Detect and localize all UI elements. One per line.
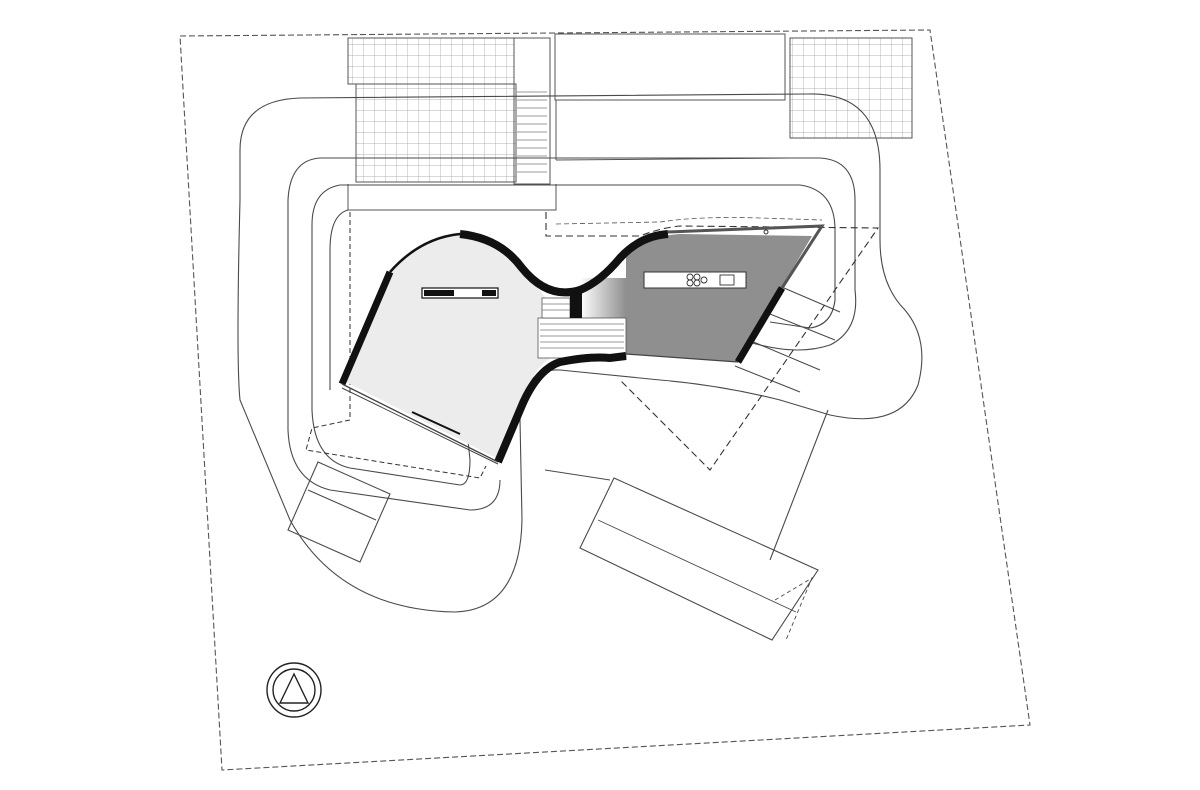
wall-marker	[763, 229, 769, 235]
parking-pad	[287, 461, 391, 563]
house-wall-east	[734, 286, 786, 364]
neighbor-building-right	[789, 37, 913, 139]
terrain-line	[544, 469, 611, 481]
room-living	[342, 232, 566, 460]
neighbor-building-left	[347, 37, 557, 211]
sliding-door	[411, 411, 461, 435]
terrain-contour-middle	[320, 157, 857, 351]
terrain-contour-inner	[340, 184, 836, 329]
house-wall-north	[459, 230, 669, 297]
house-wall-west	[338, 270, 394, 386]
upper-floor-outline-left	[305, 212, 487, 479]
room-kitchen	[626, 234, 812, 362]
property-boundary	[179, 29, 1031, 771]
house-wall-east-thin	[667, 224, 825, 289]
upper-floor-outline-top	[555, 217, 823, 225]
terrain-contour-left-1	[287, 157, 501, 511]
terrain-contour-left-3	[329, 209, 349, 390]
north-arrow-icon	[266, 662, 322, 718]
stair-hall	[537, 278, 627, 359]
neighbor-stairs	[517, 91, 547, 173]
terrain-contour-left-2	[311, 184, 471, 486]
house-glazing-kitchen	[625, 353, 739, 363]
house-wall-south	[494, 352, 627, 464]
kitchen-island	[643, 271, 747, 289]
house-wall-west-lower	[341, 383, 499, 463]
detached-volume	[579, 477, 819, 641]
fireplace-bench	[421, 287, 499, 299]
house-wall-north-thin	[389, 232, 461, 273]
terrain-contour-right-3	[743, 337, 821, 371]
terrain-contour-right-4	[734, 365, 801, 393]
house-glazing-south	[341, 387, 499, 465]
neighbor-building-middle	[554, 33, 786, 101]
terrain-contour-right-2	[759, 309, 836, 341]
terrain-line	[769, 409, 829, 561]
